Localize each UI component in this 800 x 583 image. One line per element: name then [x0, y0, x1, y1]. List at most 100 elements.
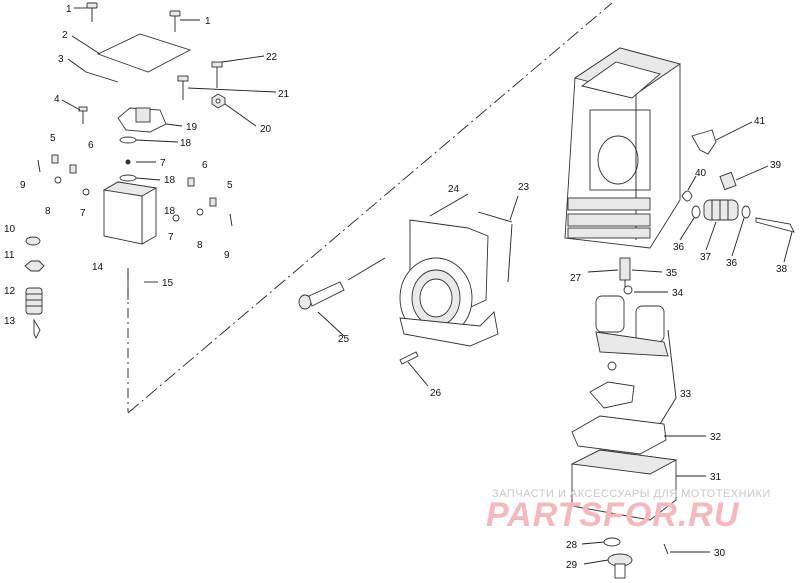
part-6-right — [187, 177, 195, 187]
valve-seat — [607, 361, 617, 371]
callout: 24 — [448, 184, 460, 195]
callout: 21 — [278, 89, 290, 100]
gasket-32 — [571, 415, 667, 455]
needle-13 — [33, 318, 41, 340]
leader-lines — [61, 7, 793, 565]
assembly-centerline — [127, 2, 613, 414]
callout: 25 — [338, 334, 350, 345]
callout-labels: 1 1 2 3 22 21 4 19 20 18 5 6 7 18 6 5 9 … — [4, 4, 788, 571]
spring-37 — [703, 199, 739, 221]
callout: 18 — [164, 206, 176, 217]
pin-30 — [663, 543, 669, 555]
intake-boot-24 — [399, 219, 499, 347]
callout: 9 — [224, 250, 230, 261]
callout: 4 — [54, 94, 60, 105]
nut-20 — [211, 93, 226, 109]
cover-plate — [96, 33, 192, 73]
callout: 23 — [518, 182, 530, 193]
washer-36-left — [691, 205, 701, 219]
bracket-19 — [117, 107, 167, 133]
callout: 6 — [202, 160, 208, 171]
watermark-logo: PARTSFOR.RU — [486, 496, 740, 534]
part-7-right — [172, 214, 180, 222]
nut-11 — [24, 260, 45, 272]
callout: 5 — [227, 180, 233, 191]
callout: 2 — [62, 30, 68, 41]
callout: 33 — [680, 389, 692, 400]
part-6-left — [69, 164, 77, 174]
leader-25 — [347, 257, 386, 281]
callout: 13 — [4, 316, 16, 327]
callout: 18 — [164, 175, 176, 186]
callout: 30 — [714, 548, 726, 559]
fitting-41 — [691, 129, 717, 155]
callout: 29 — [566, 560, 578, 571]
plug-39 — [719, 171, 737, 191]
callout: 7 — [160, 158, 166, 169]
callout: 35 — [666, 268, 678, 279]
callout: 37 — [700, 252, 712, 263]
callout: 20 — [260, 124, 272, 135]
clip-18-mid — [119, 174, 137, 182]
screw-4 — [78, 106, 88, 124]
part-5-left — [51, 154, 59, 164]
callout: 6 — [88, 140, 94, 151]
callout: 27 — [570, 273, 582, 284]
callout: 38 — [776, 264, 788, 275]
callout: 5 — [50, 133, 56, 144]
callout: 1 — [66, 4, 72, 15]
clip-18-top — [119, 136, 137, 144]
callout: 39 — [770, 160, 782, 171]
ring-34 — [623, 285, 633, 295]
callout: 7 — [80, 208, 86, 219]
callout: 8 — [197, 240, 203, 251]
screw-38 — [755, 217, 795, 233]
screw-22 — [211, 61, 223, 88]
carburetor-body — [564, 47, 682, 249]
gasket-33-link — [659, 397, 677, 425]
callout: 36 — [726, 258, 738, 269]
float-assembly — [595, 295, 669, 357]
callout: 1 — [205, 16, 211, 27]
spring-9-left — [37, 159, 41, 173]
callout: 32 — [710, 432, 722, 443]
callout: 10 — [4, 224, 16, 235]
callout: 12 — [4, 286, 16, 297]
callout: 19 — [186, 122, 198, 133]
washer-36-right — [741, 205, 751, 219]
float-pin-block — [589, 381, 635, 409]
float-block-14 — [102, 181, 158, 245]
callout: 31 — [710, 472, 722, 483]
part-7-left — [82, 188, 90, 196]
screw-25 — [298, 281, 345, 310]
gasket-23-side — [507, 223, 513, 283]
gasket-23 — [477, 211, 513, 223]
screw-21 — [177, 75, 189, 100]
jet-35 — [619, 257, 631, 288]
part-5-right — [209, 197, 217, 207]
callout: 18 — [180, 138, 192, 149]
seal-17 — [125, 159, 131, 165]
callout: 15 — [162, 278, 174, 289]
drain-plug-29 — [607, 553, 633, 579]
callout: 14 — [92, 262, 104, 273]
float-bowl-31-top — [570, 449, 678, 475]
part-8-left — [54, 176, 62, 184]
callout: 9 — [20, 180, 26, 191]
callout: 8 — [45, 206, 51, 217]
callout: 36 — [673, 242, 685, 253]
callout: 26 — [430, 388, 442, 399]
callout: 28 — [566, 540, 578, 551]
callout: 41 — [754, 116, 766, 127]
gasket-33 — [667, 329, 677, 399]
callout: 7 — [168, 232, 174, 243]
washer-10 — [25, 236, 41, 246]
watermark-tagline: ЗАПЧАСТИ И АКСЕССУАРЫ ДЛЯ МОТОТЕХНИКИ — [492, 488, 771, 500]
clip-40 — [681, 190, 693, 202]
callout: 11 — [4, 250, 15, 261]
callout: 34 — [672, 288, 684, 299]
spring-12 — [25, 287, 43, 315]
part-8-right — [196, 208, 204, 216]
cover-gasket — [85, 71, 119, 83]
callout: 22 — [266, 52, 278, 63]
